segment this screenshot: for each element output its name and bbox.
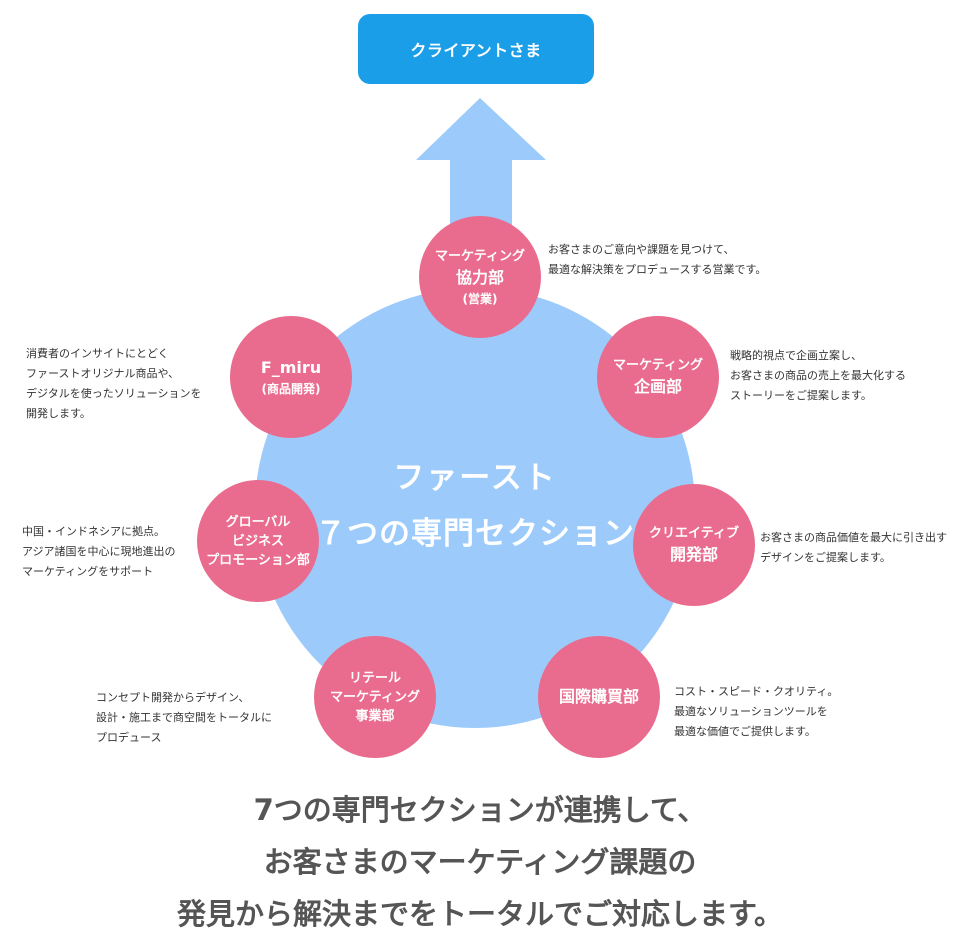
center-title-line2: ７つの専門セクション (315, 516, 635, 552)
client-label: クライアントさま (410, 41, 542, 60)
desc-line: マーケティングをサポート (22, 565, 154, 578)
section-global-desc: 中国・インドネシアに拠点。 アジア諸国を中心に現地進出の マーケティングをサポー… (22, 522, 176, 582)
section-fmiru-line1: F_miru (260, 358, 322, 377)
desc-line: お客さまの商品の売上を最大化する (730, 369, 906, 382)
footer-line: 発見から解決までをトータルでご対応します。 (176, 897, 784, 931)
section-kyoryoku-desc: お客さまのご意向や課題を見つけて、 最適な解決策をプロデュースする営業です。 (548, 240, 766, 280)
desc-line: 設計・施工まで商空間をトータルに (96, 711, 272, 724)
desc-line: コンセプト開発からデザイン、 (96, 691, 250, 704)
section-kyoryoku-line2: 協力部 (455, 267, 504, 287)
section-retail-line3: 事業部 (355, 708, 395, 724)
desc-line: 戦略的視点で企画立案し、 (730, 349, 862, 362)
section-kyoryoku-line1: マーケティング (435, 248, 525, 264)
desc-line: ファーストオリジナル商品や、 (26, 367, 180, 380)
section-retail-line1: リテール (348, 670, 401, 686)
section-kokusai-desc: コスト・スピード・クオリティ。 最適なソリューションツールを 最適な価値でご提供… (674, 682, 838, 742)
desc-line: アジア諸国を中心に現地進出の (22, 545, 176, 558)
desc-line: 最適な価値でご提供します。 (674, 725, 816, 738)
section-kikaku: マーケティング 企画部 (597, 316, 719, 438)
section-kikaku-desc: 戦略的視点で企画立案し、 お客さまの商品の売上を最大化する ストーリーをご提案し… (730, 346, 906, 406)
section-global-line1: グローバル (225, 514, 291, 530)
section-fmiru-desc: 消費者のインサイトにとどく ファーストオリジナル商品や、 デジタルを使ったソリュ… (26, 344, 202, 424)
desc-line: デザインをご提案します。 (760, 551, 891, 564)
desc-line: プロデュース (96, 731, 162, 744)
section-global: グローバル ビジネス プロモーション部 (197, 480, 319, 602)
desc-line: 中国・インドネシアに拠点。 (22, 525, 165, 538)
section-creative-line2: 開発部 (669, 544, 718, 564)
desc-line: コスト・スピード・クオリティ。 (674, 685, 839, 698)
section-kyoryoku: マーケティング 協力部 (営業) (419, 216, 541, 338)
section-fmiru-line2: (商品開発) (261, 382, 321, 396)
section-global-line2: ビジネス (231, 533, 284, 549)
section-kikaku-line2: 企画部 (633, 376, 682, 396)
section-creative-line1: クリエイティブ (649, 525, 739, 541)
desc-line: 最適なソリューションツールを (674, 705, 828, 718)
desc-line: お客さまの商品価値を最大に引き出す (760, 531, 947, 544)
desc-line: お客さまのご意向や課題を見つけて、 (548, 243, 735, 256)
section-retail-desc: コンセプト開発からデザイン、 設計・施工まで商空間をトータルに プロデュース (96, 688, 272, 748)
footer-line: 7つの専門セクションが連携して、 (253, 793, 707, 827)
section-creative: クリエイティブ 開発部 (633, 484, 755, 606)
center-title-line1: ファースト (393, 460, 557, 496)
section-retail: リテール マーケティング 事業部 (314, 636, 436, 758)
desc-line: 開発します。 (26, 407, 91, 420)
section-kokusai-line1: 国際購買部 (558, 687, 639, 706)
section-fmiru: F_miru (商品開発) (230, 316, 352, 438)
footer-line: お客さまのマーケティング課題の (263, 845, 697, 879)
desc-line: ストーリーをご提案します。 (730, 389, 872, 402)
section-kokusai: 国際購買部 (538, 636, 660, 758)
desc-line: 最適な解決策をプロデュースする営業です。 (548, 263, 767, 276)
section-global-line3: プロモーション部 (206, 552, 310, 568)
section-creative-desc: お客さまの商品価値を最大に引き出す デザインをご提案します。 (760, 528, 947, 568)
client-box: クライアントさま (358, 14, 594, 84)
section-retail-line2: マーケティング (330, 689, 420, 705)
footer-message: 7つの専門セクションが連携して、 お客さまのマーケティング課題の 発見から解決ま… (0, 784, 960, 940)
desc-line: 消費者のインサイトにとどく (26, 347, 169, 360)
section-kikaku-line1: マーケティング (613, 357, 703, 373)
desc-line: デジタルを使ったソリューションを (26, 387, 202, 400)
section-kyoryoku-line3: (営業) (462, 291, 498, 306)
